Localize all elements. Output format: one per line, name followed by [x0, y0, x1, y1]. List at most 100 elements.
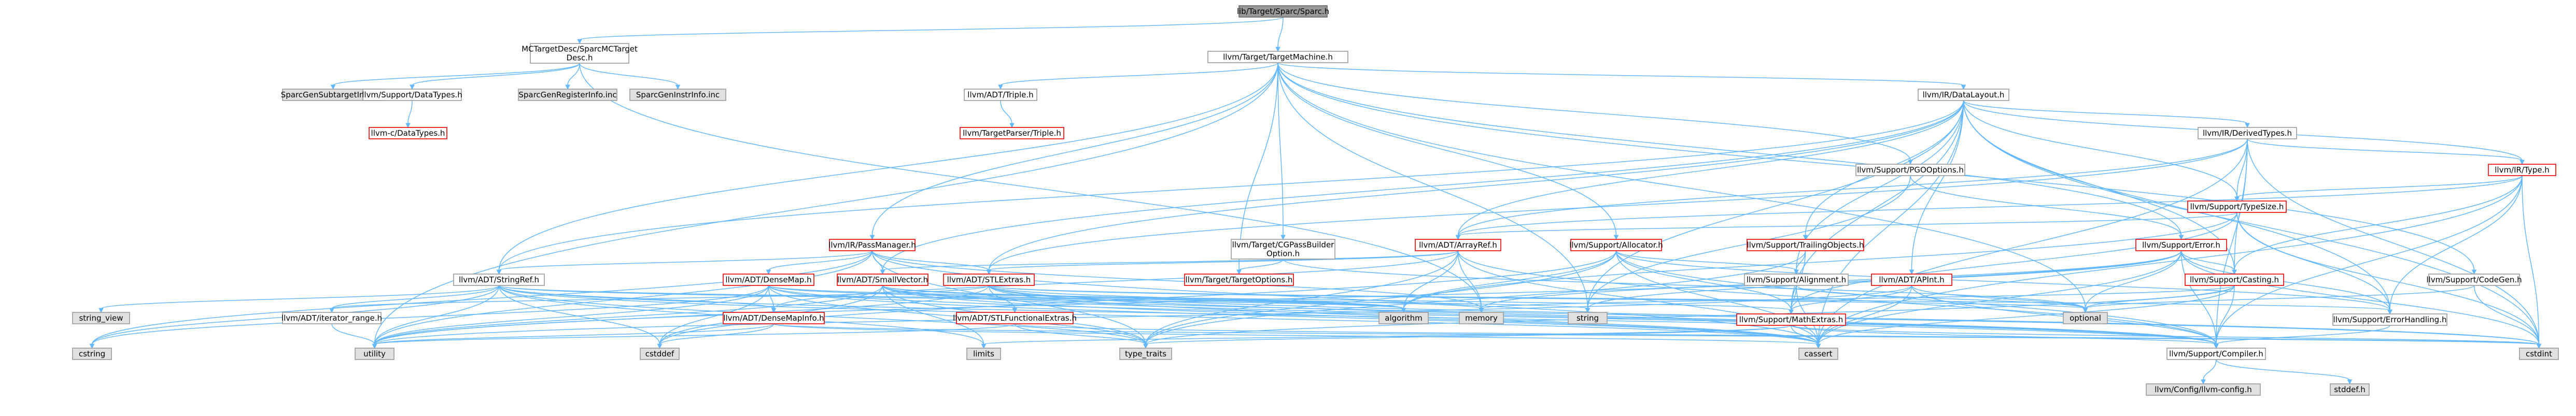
- node-string: string: [1568, 312, 1608, 324]
- node-memory: memory: [1459, 312, 1504, 324]
- edge-datalayout-to-typesize: [1963, 100, 2240, 202]
- node-subtargetinfo: SparcGenSubtargetInfo.inc: [281, 89, 386, 101]
- node-label: llvm/IR/DerivedTypes.h: [2203, 128, 2292, 138]
- node-label: llvm/ADT/STLFunctionalExtras.h: [953, 313, 1077, 323]
- node-label: llvm/ADT/iterator_range.h: [281, 313, 382, 323]
- edge-mctargetdesc-to-subtargetinfo: [330, 63, 580, 90]
- edge-mathextras-to-type_traits: [1143, 325, 1792, 349]
- edge-targetmachine-to-allocator: [1277, 62, 1619, 240]
- node-densemap[interactable]: llvm/ADT/DenseMap.h: [723, 274, 814, 286]
- edge-targetmachine-to-string: [1277, 62, 1590, 313]
- node-stlextras[interactable]: llvm/ADT/STLExtras.h: [943, 274, 1035, 286]
- node-ir_type[interactable]: llvm/IR/Type.h: [2488, 164, 2556, 176]
- node-config_datatypes[interactable]: llvm-c/DataTypes.h: [369, 127, 447, 139]
- edge-compiler-to-stddef: [2216, 359, 2353, 385]
- node-codegen[interactable]: llvm/Support/CodeGen.h: [2426, 274, 2522, 286]
- edge-root-to-mctargetdesc: [577, 17, 1284, 45]
- node-llvm_config: llvm/Config/llvm-config.h: [2146, 383, 2261, 396]
- node-label: string: [1576, 313, 1599, 323]
- node-label: llvm/Support/DataTypes.h: [362, 90, 462, 99]
- node-utility: utility: [355, 348, 395, 360]
- node-optional: optional: [2063, 312, 2108, 324]
- node-label: llvm/IR/DataLayout.h: [1923, 90, 2005, 99]
- node-instrinfo: SparcGenInstrInfo.inc: [629, 89, 726, 101]
- node-passmanager[interactable]: llvm/IR/PassManager.h: [828, 239, 916, 251]
- edge-passmanager-to-densemap: [766, 250, 873, 275]
- node-targetoptions[interactable]: llvm/Target/TargetOptions.h: [1184, 274, 1294, 286]
- node-label: cassert: [1804, 349, 1832, 358]
- node-label: llvm/IR/Type.h: [2495, 165, 2550, 175]
- node-densemapinfo[interactable]: llvm/ADT/DenseMapInfo.h: [723, 312, 825, 324]
- edge-mctargetdesc-to-registerinfo: [565, 63, 580, 90]
- edge-mathextras-to-cstdint: [1791, 325, 2542, 349]
- node-mathextras[interactable]: llvm/Support/MathExtras.h: [1736, 313, 1846, 326]
- node-casting[interactable]: llvm/Support/Casting.h: [2185, 274, 2284, 286]
- node-cstddef: cstddef: [640, 348, 680, 360]
- edge-stlextras-to-iterator_range: [329, 285, 990, 313]
- node-label: Option.h: [1266, 249, 1300, 259]
- edge-passmanager-to-cstring: [89, 250, 873, 349]
- node-arrayref[interactable]: llvm/ADT/ArrayRef.h: [1415, 239, 1501, 251]
- node-label: SparcGenSubtargetInfo.inc: [281, 90, 386, 99]
- node-trailingobjects[interactable]: llvm/Support/TrailingObjects.h: [1747, 239, 1864, 251]
- edge-mathextras-to-limits: [981, 325, 1792, 349]
- node-label: llvm/Support/TrailingObjects.h: [1747, 240, 1864, 250]
- node-iterator_range[interactable]: llvm/ADT/iterator_range.h: [281, 312, 382, 324]
- node-error[interactable]: llvm/Support/Error.h: [2135, 239, 2227, 251]
- node-label: llvm/ADT/Triple.h: [967, 90, 1033, 99]
- node-label: llvm/TargetParser/Triple.h: [963, 128, 1061, 138]
- node-label: llvm/Target/CGPassBuilder: [1232, 240, 1335, 250]
- node-algorithm: algorithm: [1378, 312, 1429, 324]
- node-label: cstdint: [2526, 349, 2552, 358]
- node-compiler[interactable]: llvm/Support/Compiler.h: [2166, 348, 2266, 360]
- node-label: llvm/ADT/DenseMapInfo.h: [723, 313, 824, 323]
- node-targetparser_triple[interactable]: llvm/TargetParser/Triple.h: [960, 127, 1064, 139]
- edge-mctargetdesc-to-instrinfo: [579, 63, 681, 90]
- edge-datatypes_h-to-config_datatypes: [405, 100, 413, 128]
- edge-stlextras-to-stlfunctional: [988, 285, 1018, 313]
- node-stringref[interactable]: llvm/ADT/StringRef.h: [453, 274, 545, 286]
- node-label: llvm/ADT/APInt.h: [1879, 275, 1944, 284]
- node-smallvector[interactable]: llvm/ADT/SmallVector.h: [837, 274, 928, 286]
- edge-stringref-to-utility: [372, 285, 500, 349]
- node-derivedtypes[interactable]: llvm/IR/DerivedTypes.h: [2198, 127, 2297, 139]
- node-label: llvm/Support/Alignment.h: [1747, 275, 1846, 284]
- edge-mctargetdesc-to-datatypes_h: [410, 63, 580, 90]
- edge-datalayout-to-derivedtypes: [1963, 100, 2250, 128]
- node-label: llvm/IR/PassManager.h: [828, 240, 916, 250]
- edge-triple-to-targetparser_triple: [1000, 100, 1015, 128]
- node-limits: limits: [966, 348, 1001, 360]
- node-type_traits: type_traits: [1119, 348, 1172, 360]
- node-targetmachine[interactable]: llvm/Target/TargetMachine.h: [1207, 51, 1348, 63]
- node-triple[interactable]: llvm/ADT/Triple.h: [964, 89, 1037, 101]
- node-label: llvm-c/DataTypes.h: [371, 128, 445, 138]
- edge-mathextras-to-cassert: [1791, 325, 1821, 349]
- node-apint[interactable]: llvm/ADT/APInt.h: [1871, 274, 1952, 286]
- node-datatypes_h[interactable]: llvm/Support/DataTypes.h: [362, 89, 462, 101]
- edge-errorhandling-to-compiler: [2214, 325, 2390, 349]
- node-alignment[interactable]: llvm/Support/Alignment.h: [1744, 274, 1849, 286]
- node-pgooptions[interactable]: llvm/Support/PGOOptions.h: [1855, 164, 1965, 176]
- edge-error-to-casting: [2180, 250, 2237, 275]
- node-errorhandling[interactable]: llvm/Support/ErrorHandling.h: [2332, 313, 2447, 326]
- edge-casting-to-memory: [1479, 285, 2235, 313]
- edge-targetmachine-to-cgpassbuilder: [1277, 62, 1286, 240]
- node-datalayout[interactable]: llvm/IR/DataLayout.h: [1918, 89, 2009, 101]
- edge-datalayout-to-errorhandling: [1963, 100, 2392, 315]
- node-label: llvm/Support/MathExtras.h: [1739, 315, 1843, 324]
- edge-passmanager-to-stringref: [496, 250, 873, 275]
- node-allocator[interactable]: llvm/Support/Allocator.h: [1569, 239, 1663, 251]
- node-label: llvm/Support/Casting.h: [2190, 275, 2279, 284]
- node-label: optional: [2070, 313, 2101, 323]
- node-stlfunctional[interactable]: llvm/ADT/STLFunctionalExtras.h: [953, 312, 1077, 324]
- node-label: algorithm: [1385, 313, 1422, 323]
- node-label: llvm/Support/CodeGen.h: [2426, 275, 2522, 284]
- node-label: cstring: [79, 349, 105, 358]
- node-label: lib/Target/Sparc/Sparc.h: [1237, 7, 1329, 16]
- edge-casting-to-optional: [2082, 285, 2235, 313]
- node-label: llvm/Support/Error.h: [2142, 240, 2220, 250]
- node-typesize[interactable]: llvm/Support/TypeSize.h: [2187, 200, 2287, 213]
